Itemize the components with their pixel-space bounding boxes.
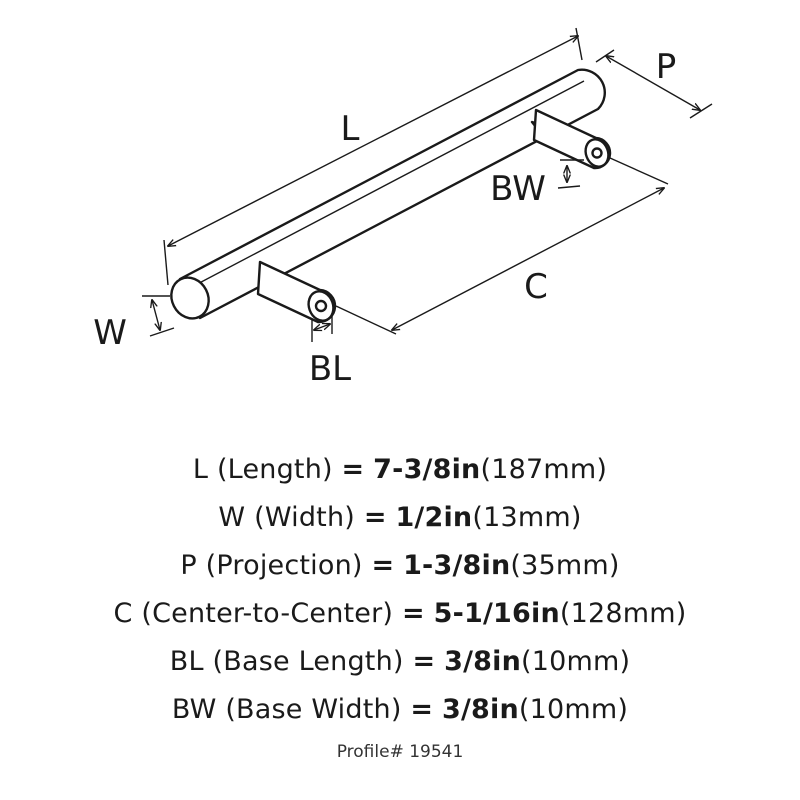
- spec-row-width: W (Width) = 1/2in(13mm): [0, 494, 800, 542]
- spec-list: L (Length) = 7-3/8in(187mm) W (Width) = …: [0, 446, 800, 734]
- label-W: W: [93, 313, 127, 353]
- spec-row-length: L (Length) = 7-3/8in(187mm): [0, 446, 800, 494]
- handle-diagram: L P BW C W BL: [93, 27, 713, 389]
- spec-code: W: [218, 502, 246, 533]
- spec-row-center-to-center: C (Center-to-Center) = 5-1/16in(128mm): [0, 590, 800, 638]
- spec-imperial: 5-1/16in: [433, 598, 560, 629]
- label-BW: BW: [490, 169, 546, 209]
- spec-metric: (35mm): [510, 550, 620, 581]
- spec-desc: (Width): [254, 502, 356, 533]
- spec-row-projection: P (Projection) = 1-3/8in(35mm): [0, 542, 800, 590]
- label-BL: BL: [309, 349, 351, 389]
- spec-metric: (13mm): [472, 502, 582, 533]
- spec-desc: (Projection): [205, 550, 363, 581]
- spec-imperial: 1/2in: [395, 502, 473, 533]
- spec-desc: (Base Length): [212, 646, 404, 677]
- spec-equals: =: [363, 502, 387, 533]
- dimension-lines: [142, 27, 713, 342]
- spec-desc: (Base Width): [225, 694, 402, 725]
- spec-imperial: 7-3/8in: [373, 454, 481, 485]
- spec-equals: =: [371, 550, 395, 581]
- spec-metric: (10mm): [518, 694, 629, 725]
- spec-row-base-length: BL (Base Length) = 3/8in(10mm): [0, 638, 800, 686]
- label-P: P: [656, 47, 677, 87]
- spec-code: BL: [169, 646, 204, 677]
- spec-code: P: [180, 550, 197, 581]
- spec-metric: (10mm): [521, 646, 631, 677]
- spec-imperial: 3/8in: [444, 646, 521, 677]
- spec-row-base-width: BW (Base Width) = 3/8in(10mm): [0, 686, 800, 734]
- label-C: C: [524, 267, 548, 307]
- spec-metric: (187mm): [480, 454, 608, 485]
- spec-equals: =: [341, 454, 365, 485]
- spec-desc: (Length): [216, 454, 333, 485]
- spec-equals: =: [401, 598, 425, 629]
- spec-metric: (128mm): [559, 598, 687, 629]
- spec-equals: =: [410, 694, 434, 725]
- profile-number: Profile# 19541: [336, 742, 464, 762]
- spec-code: BW: [171, 694, 217, 725]
- spec-desc: (Center-to-Center): [141, 598, 394, 629]
- spec-imperial: 1-3/8in: [403, 550, 511, 581]
- spec-code: C: [113, 598, 133, 629]
- spec-imperial: 3/8in: [441, 694, 519, 725]
- front-post: [256, 260, 337, 324]
- label-L: L: [341, 109, 360, 149]
- spec-code: L: [192, 454, 209, 485]
- spec-equals: =: [412, 646, 436, 677]
